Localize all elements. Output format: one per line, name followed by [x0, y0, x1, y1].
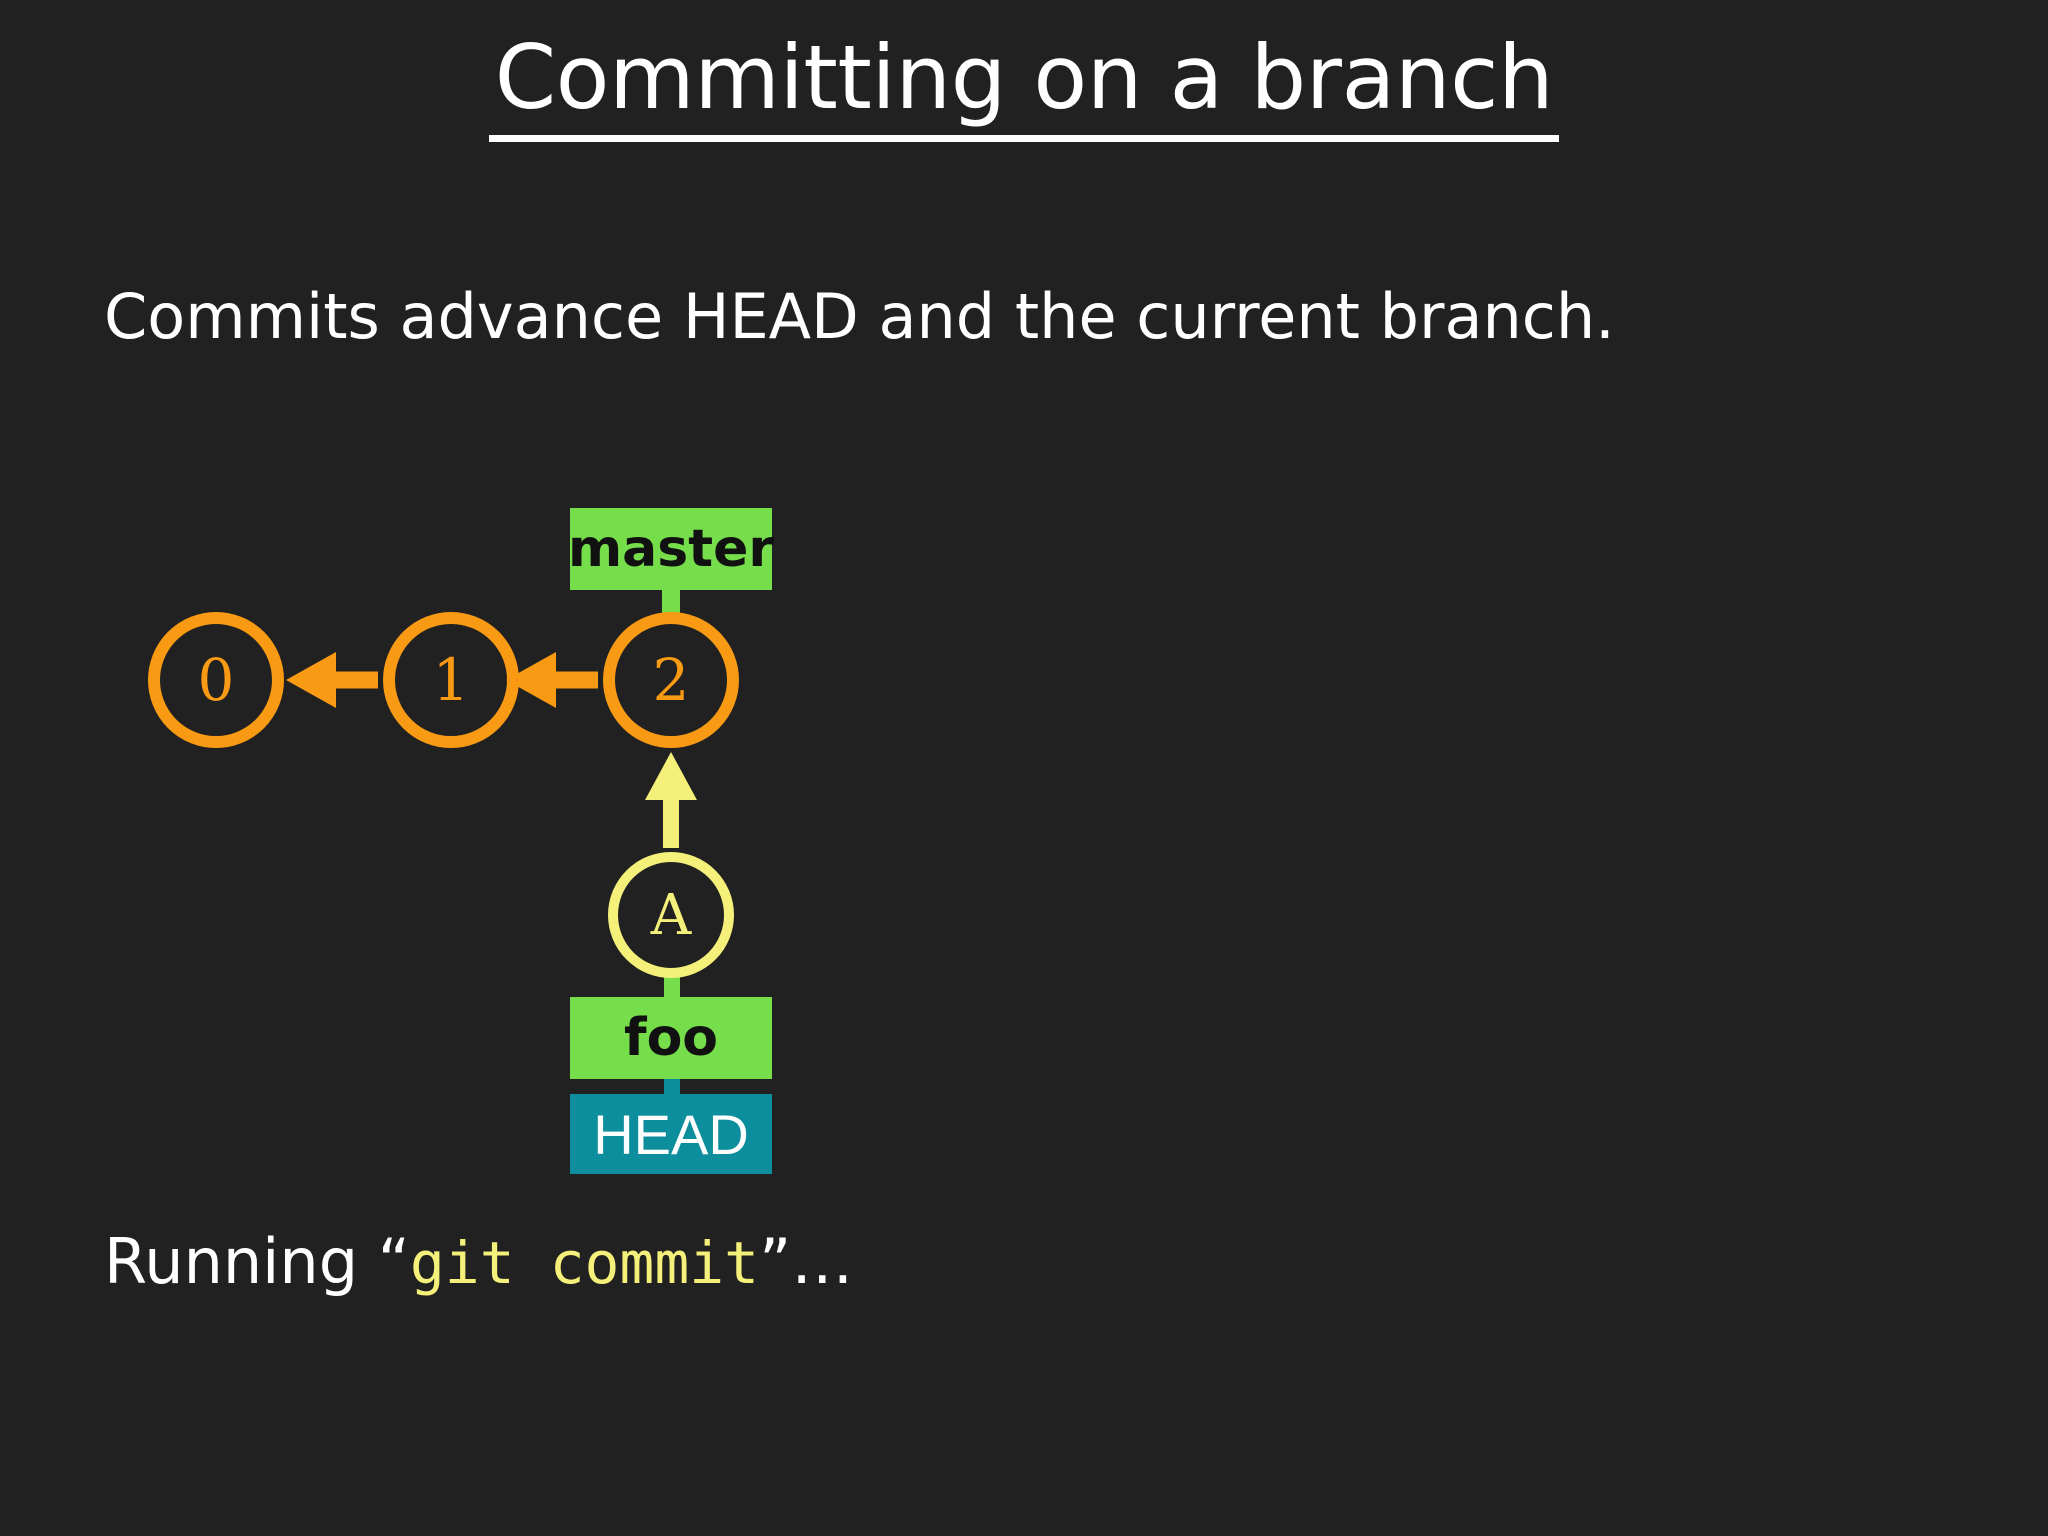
commit-node-a: A [608, 852, 734, 978]
connector-master-to-commit-2 [662, 588, 680, 618]
commit-node-1: 1 [383, 612, 519, 748]
head-label: HEAD [570, 1094, 772, 1174]
commit-node-2: 2 [603, 612, 739, 748]
caption-prefix: Running “ [104, 1225, 410, 1298]
caption-text: Running “git commit”… [104, 1225, 853, 1298]
branch-label-foo: foo [570, 997, 772, 1079]
arrow-commit-a-to-2 [645, 752, 697, 848]
subtitle-text: Commits advance HEAD and the current bra… [104, 280, 1615, 353]
caption-suffix: ”… [759, 1225, 854, 1298]
arrow-commit-1-to-0 [286, 652, 378, 708]
commit-node-0: 0 [148, 612, 284, 748]
arrow-commit-2-to-1 [506, 652, 598, 708]
branch-label-master: master [568, 508, 774, 590]
caption-command: git commit [409, 1229, 760, 1297]
connector-foo-to-head [664, 1075, 680, 1099]
page-title: Committing on a branch [488, 30, 1560, 143]
title-block: Committing on a branch [0, 30, 2048, 143]
